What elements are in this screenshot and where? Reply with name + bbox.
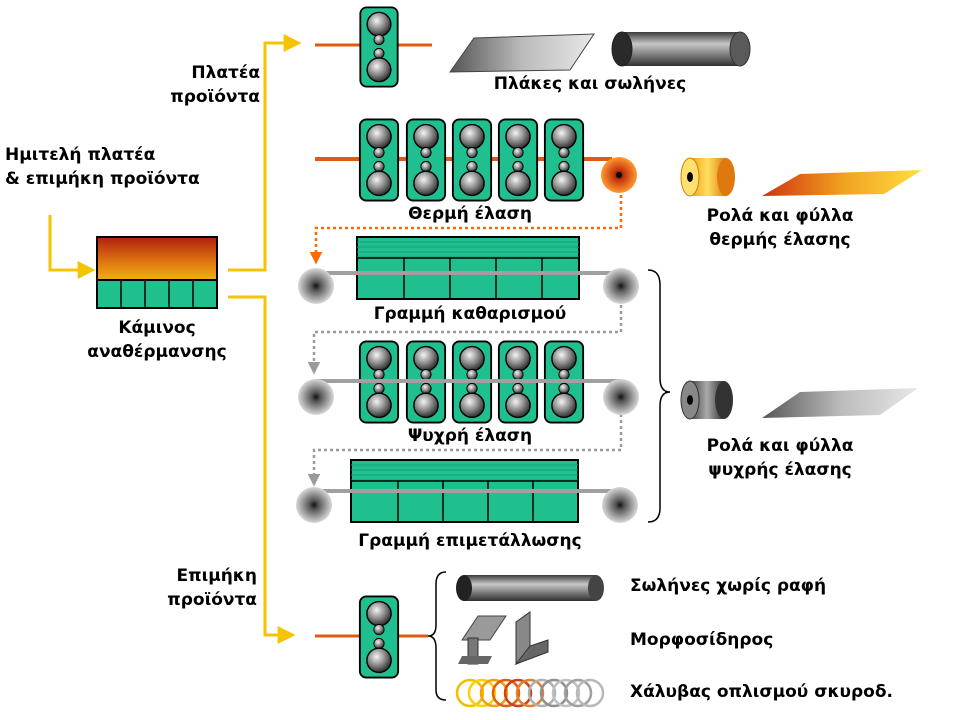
long-products-line2: προϊόντα (167, 590, 257, 610)
reheat-furnace (96, 236, 218, 309)
flow-lines (48, 34, 302, 644)
plates-tubes-label: Πλάκες και σωλήνες (493, 74, 687, 94)
hot-rolling-label: Θερμή έλαση (408, 204, 532, 224)
cold-sheet (762, 388, 918, 418)
plate-product (449, 33, 595, 73)
long-products-brace (427, 571, 447, 701)
pickling-to-cold-flow (307, 305, 623, 375)
hot-strip-mill (315, 118, 637, 202)
semi-products-line2: & επιμήκη προϊόντα (5, 169, 200, 189)
flat-products-line1: Πλατέα (191, 63, 260, 83)
flat-products-label: Πλατέα προϊόντα (170, 61, 260, 109)
section-beams (458, 611, 549, 666)
hot-coil (680, 157, 735, 197)
reheat-furnace-line2: αναθέρμανσης (87, 342, 227, 362)
semi-products-line1: Ημιτελή πλατέα (5, 145, 156, 165)
flat-products-flow (228, 34, 302, 272)
flat-products-line2: προϊόντα (170, 87, 260, 107)
cold-coils-line1: Ρολά και φύλλα (706, 436, 854, 456)
seamless-tubes-label: Σωλήνες χωρίς ραφή (630, 576, 827, 596)
rebar-coils (455, 678, 605, 708)
hot-coils-line2: θερμής έλασης (709, 230, 851, 250)
long-products-label: Επιμήκη προϊόντα (167, 564, 257, 612)
cold-coils-sheets-label: Ρολά και φύλλα ψυχρής έλασης (680, 434, 880, 482)
tube-product (611, 31, 751, 67)
reheat-furnace-line1: Κάμινος (118, 318, 196, 338)
section-mill (315, 595, 428, 679)
cold-rolling-label: Ψυχρή έλαση (407, 426, 533, 446)
hot-to-pickling-flow (309, 195, 623, 265)
pickling-line-label: Γραμμή καθαρισμού (373, 304, 567, 324)
pickling-line (298, 236, 639, 304)
cold-products-brace (647, 269, 671, 523)
reheat-furnace-label: Κάμινος αναθέρμανσης (57, 316, 257, 364)
hot-sheet (762, 170, 922, 196)
plate-mill (315, 6, 432, 88)
hot-coils-line1: Ρολά και φύλλα (706, 206, 854, 226)
sections-label: Μορφοσίδηρος (630, 630, 774, 650)
long-products-line1: Επιμήκη (176, 566, 257, 586)
seamless-tube (456, 575, 604, 601)
cold-to-coating-flow (307, 414, 623, 487)
long-products-flow (228, 295, 296, 644)
hot-coils-sheets-label: Ρολά και φύλλα θερμής έλασης (680, 204, 880, 252)
cold-rolling-mill (298, 340, 639, 424)
coating-line (296, 459, 638, 523)
rebar-label: Χάλυβας οπλισμού σκυροδ. (630, 682, 893, 702)
cold-coil (680, 380, 733, 420)
cold-coils-line2: ψυχρής έλασης (708, 460, 852, 480)
semi-products-flow (48, 215, 96, 279)
semi-products-label: Ημιτελή πλατέα & επιμήκη προϊόντα (5, 143, 200, 191)
coating-line-label: Γραμμή επιμετάλλωσης (358, 531, 582, 551)
